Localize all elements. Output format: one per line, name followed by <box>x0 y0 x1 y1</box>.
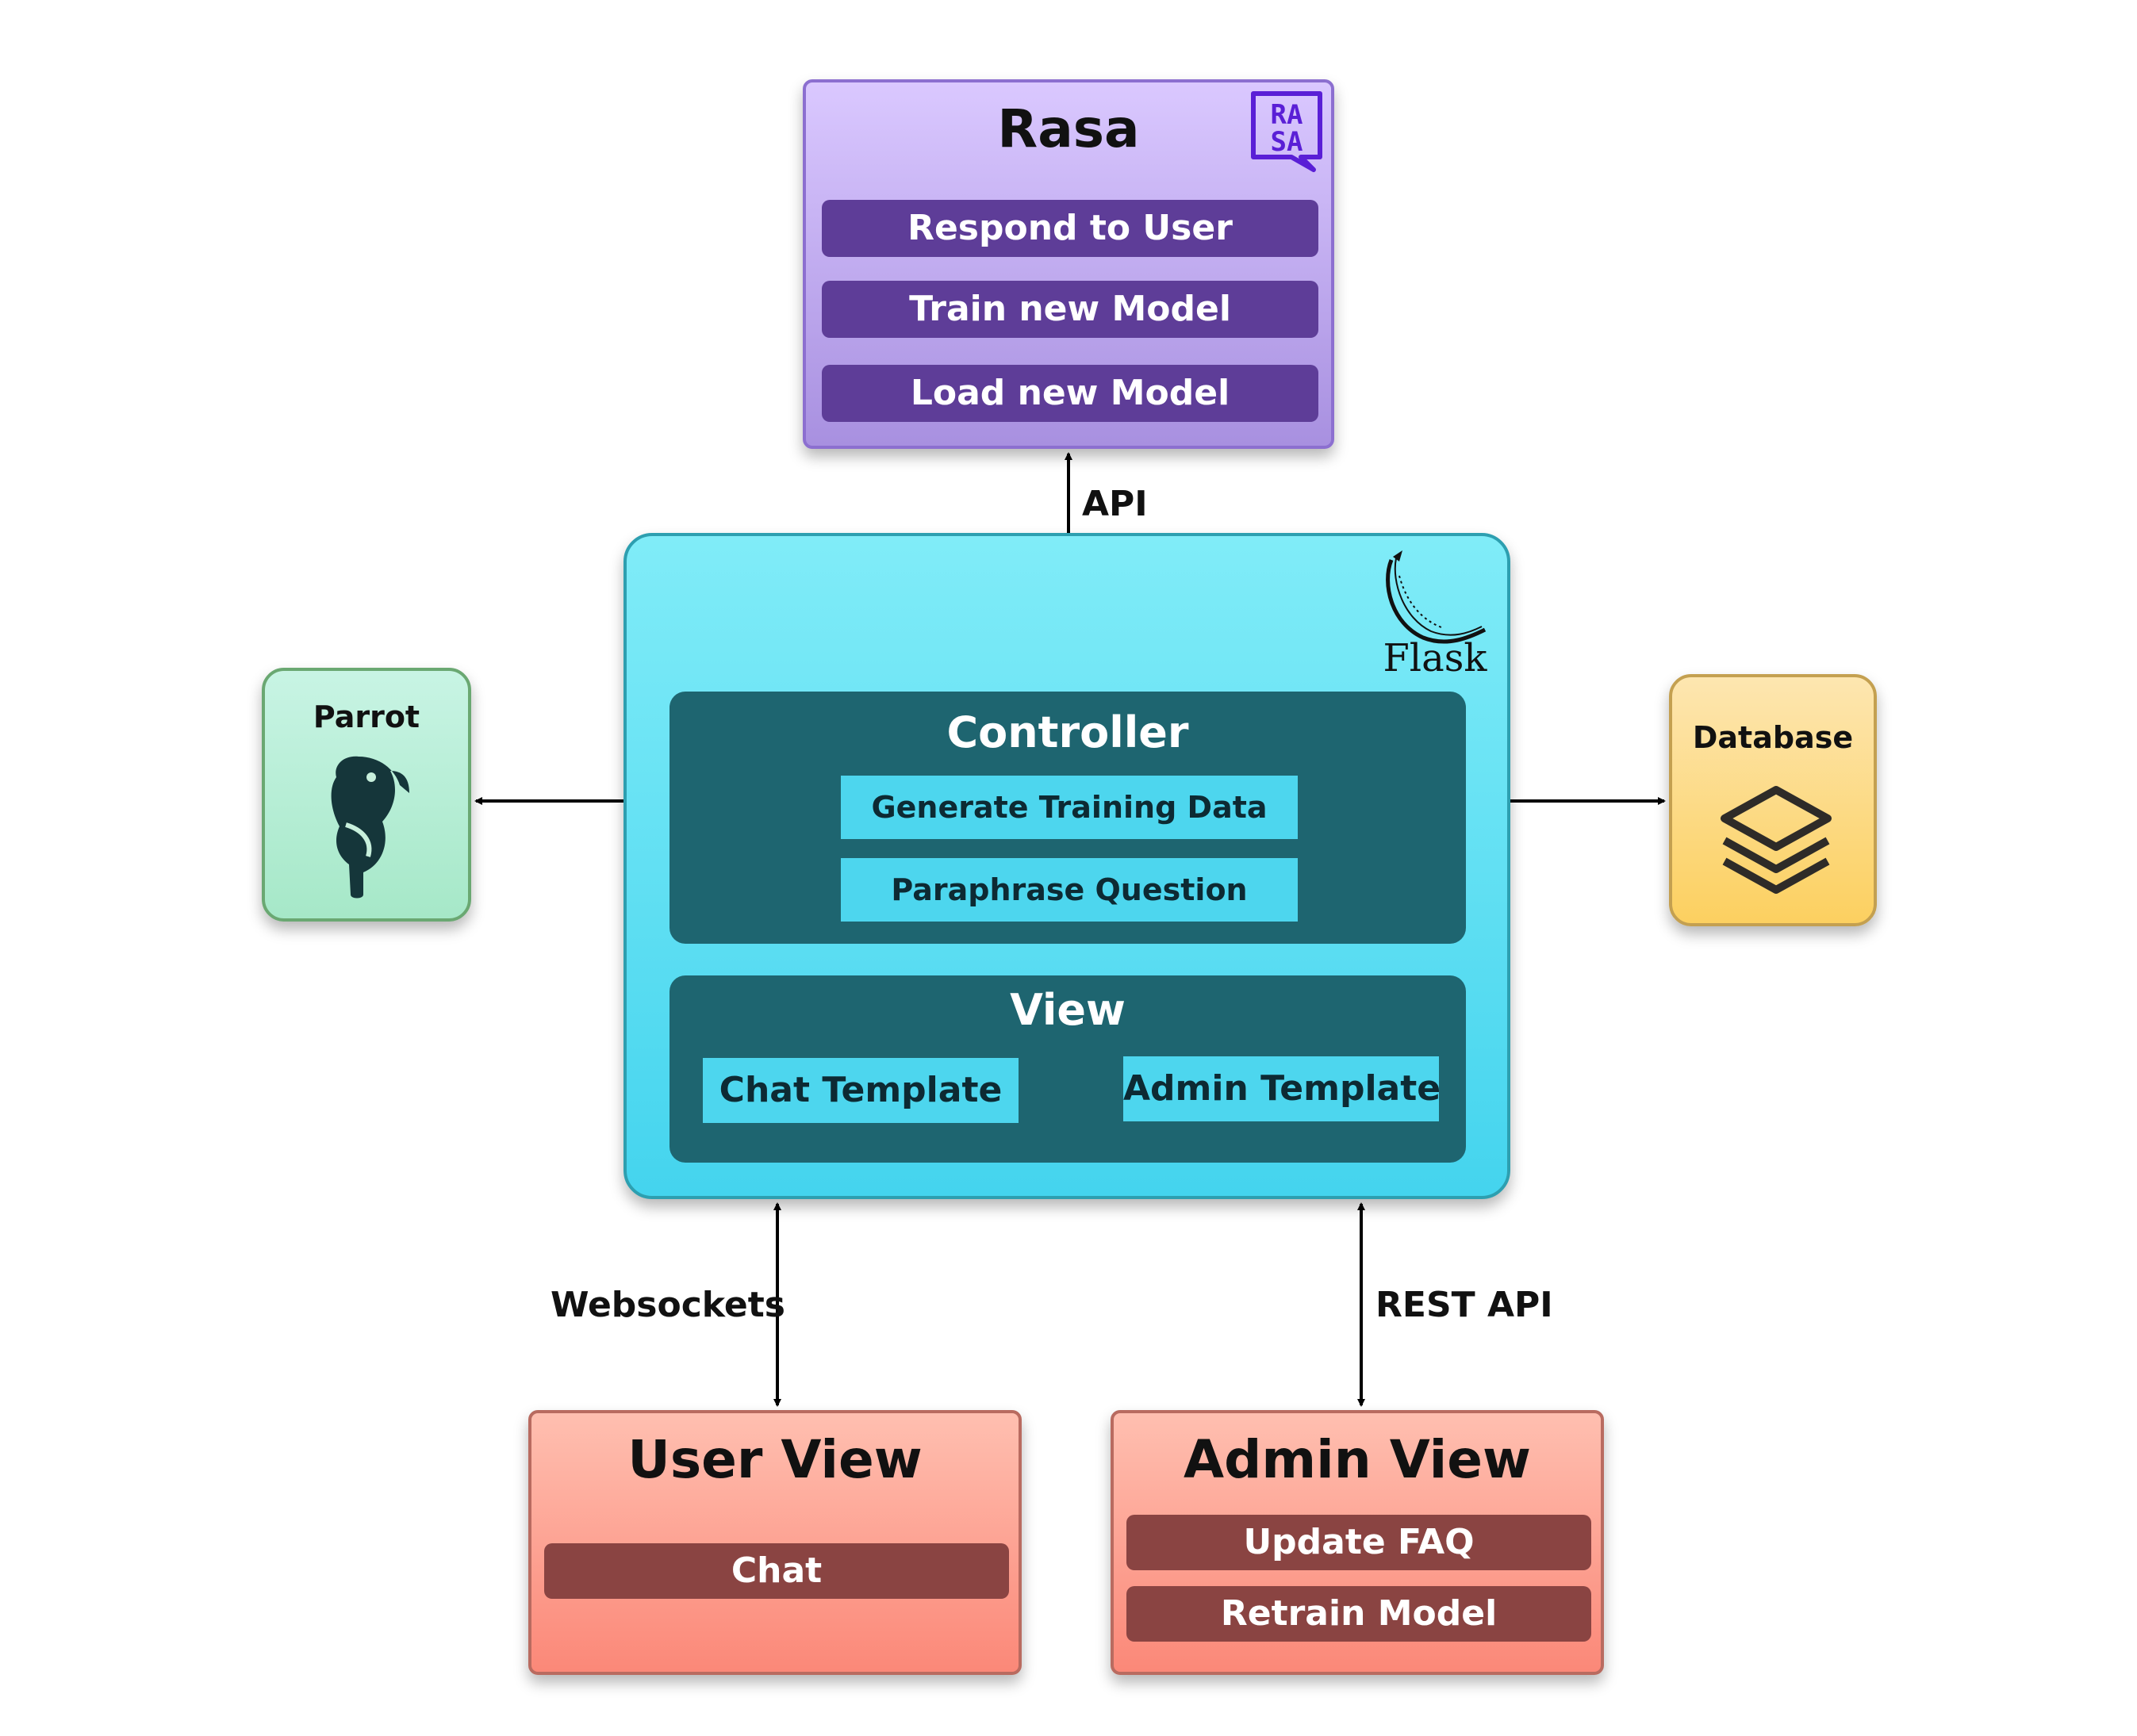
svg-text:RA: RA <box>1271 99 1303 131</box>
flask-logo-text: Flask <box>1383 636 1488 679</box>
update-faq-pill: Update FAQ <box>1126 1515 1591 1570</box>
generate-training-data-chip: Generate Training Data <box>841 776 1298 839</box>
parrot-icon <box>331 756 409 899</box>
api-label: API <box>1082 484 1148 524</box>
controller-title: Controller <box>946 707 1189 757</box>
user-view-box: User View Chat <box>528 1410 1022 1675</box>
database-box: Database <box>1669 674 1877 926</box>
view-panel: View Chat Template Admin Template <box>669 975 1466 1163</box>
load-new-model-pill: Load new Model <box>822 365 1318 422</box>
parrot-title: Parrot <box>313 699 420 734</box>
flask-logo-icon: Flask <box>1383 550 1488 679</box>
paraphrase-question-chip: Paraphrase Question <box>841 858 1298 922</box>
user-view-title: User View <box>627 1429 923 1490</box>
admin-view-title: Admin View <box>1184 1429 1531 1490</box>
chat-pill: Chat <box>544 1543 1009 1599</box>
parrot-box: Parrot <box>262 668 471 922</box>
websockets-label: Websockets <box>551 1285 785 1325</box>
stacked-layers-icon <box>1721 786 1832 894</box>
rasa-box: Rasa RA SA Respond to User Train new Mod… <box>803 79 1334 449</box>
chat-template-chip: Chat Template <box>703 1058 1019 1123</box>
rasa-logo-icon: RA SA <box>1251 91 1322 172</box>
rasa-title: Rasa <box>997 98 1140 159</box>
respond-to-user-pill: Respond to User <box>822 200 1318 257</box>
admin-template-chip: Admin Template <box>1123 1056 1441 1121</box>
view-title: View <box>1010 985 1126 1035</box>
controller-panel: Controller Generate Training Data Paraph… <box>669 692 1466 944</box>
svg-text:SA: SA <box>1271 126 1303 158</box>
retrain-model-pill: Retrain Model <box>1126 1586 1591 1642</box>
admin-view-box: Admin View Update FAQ Retrain Model <box>1111 1410 1604 1675</box>
database-title: Database <box>1692 720 1854 755</box>
flask-box: Flask Controller Generate Training Data … <box>623 533 1510 1199</box>
train-new-model-pill: Train new Model <box>822 281 1318 338</box>
rest-api-label: REST API <box>1375 1285 1553 1325</box>
